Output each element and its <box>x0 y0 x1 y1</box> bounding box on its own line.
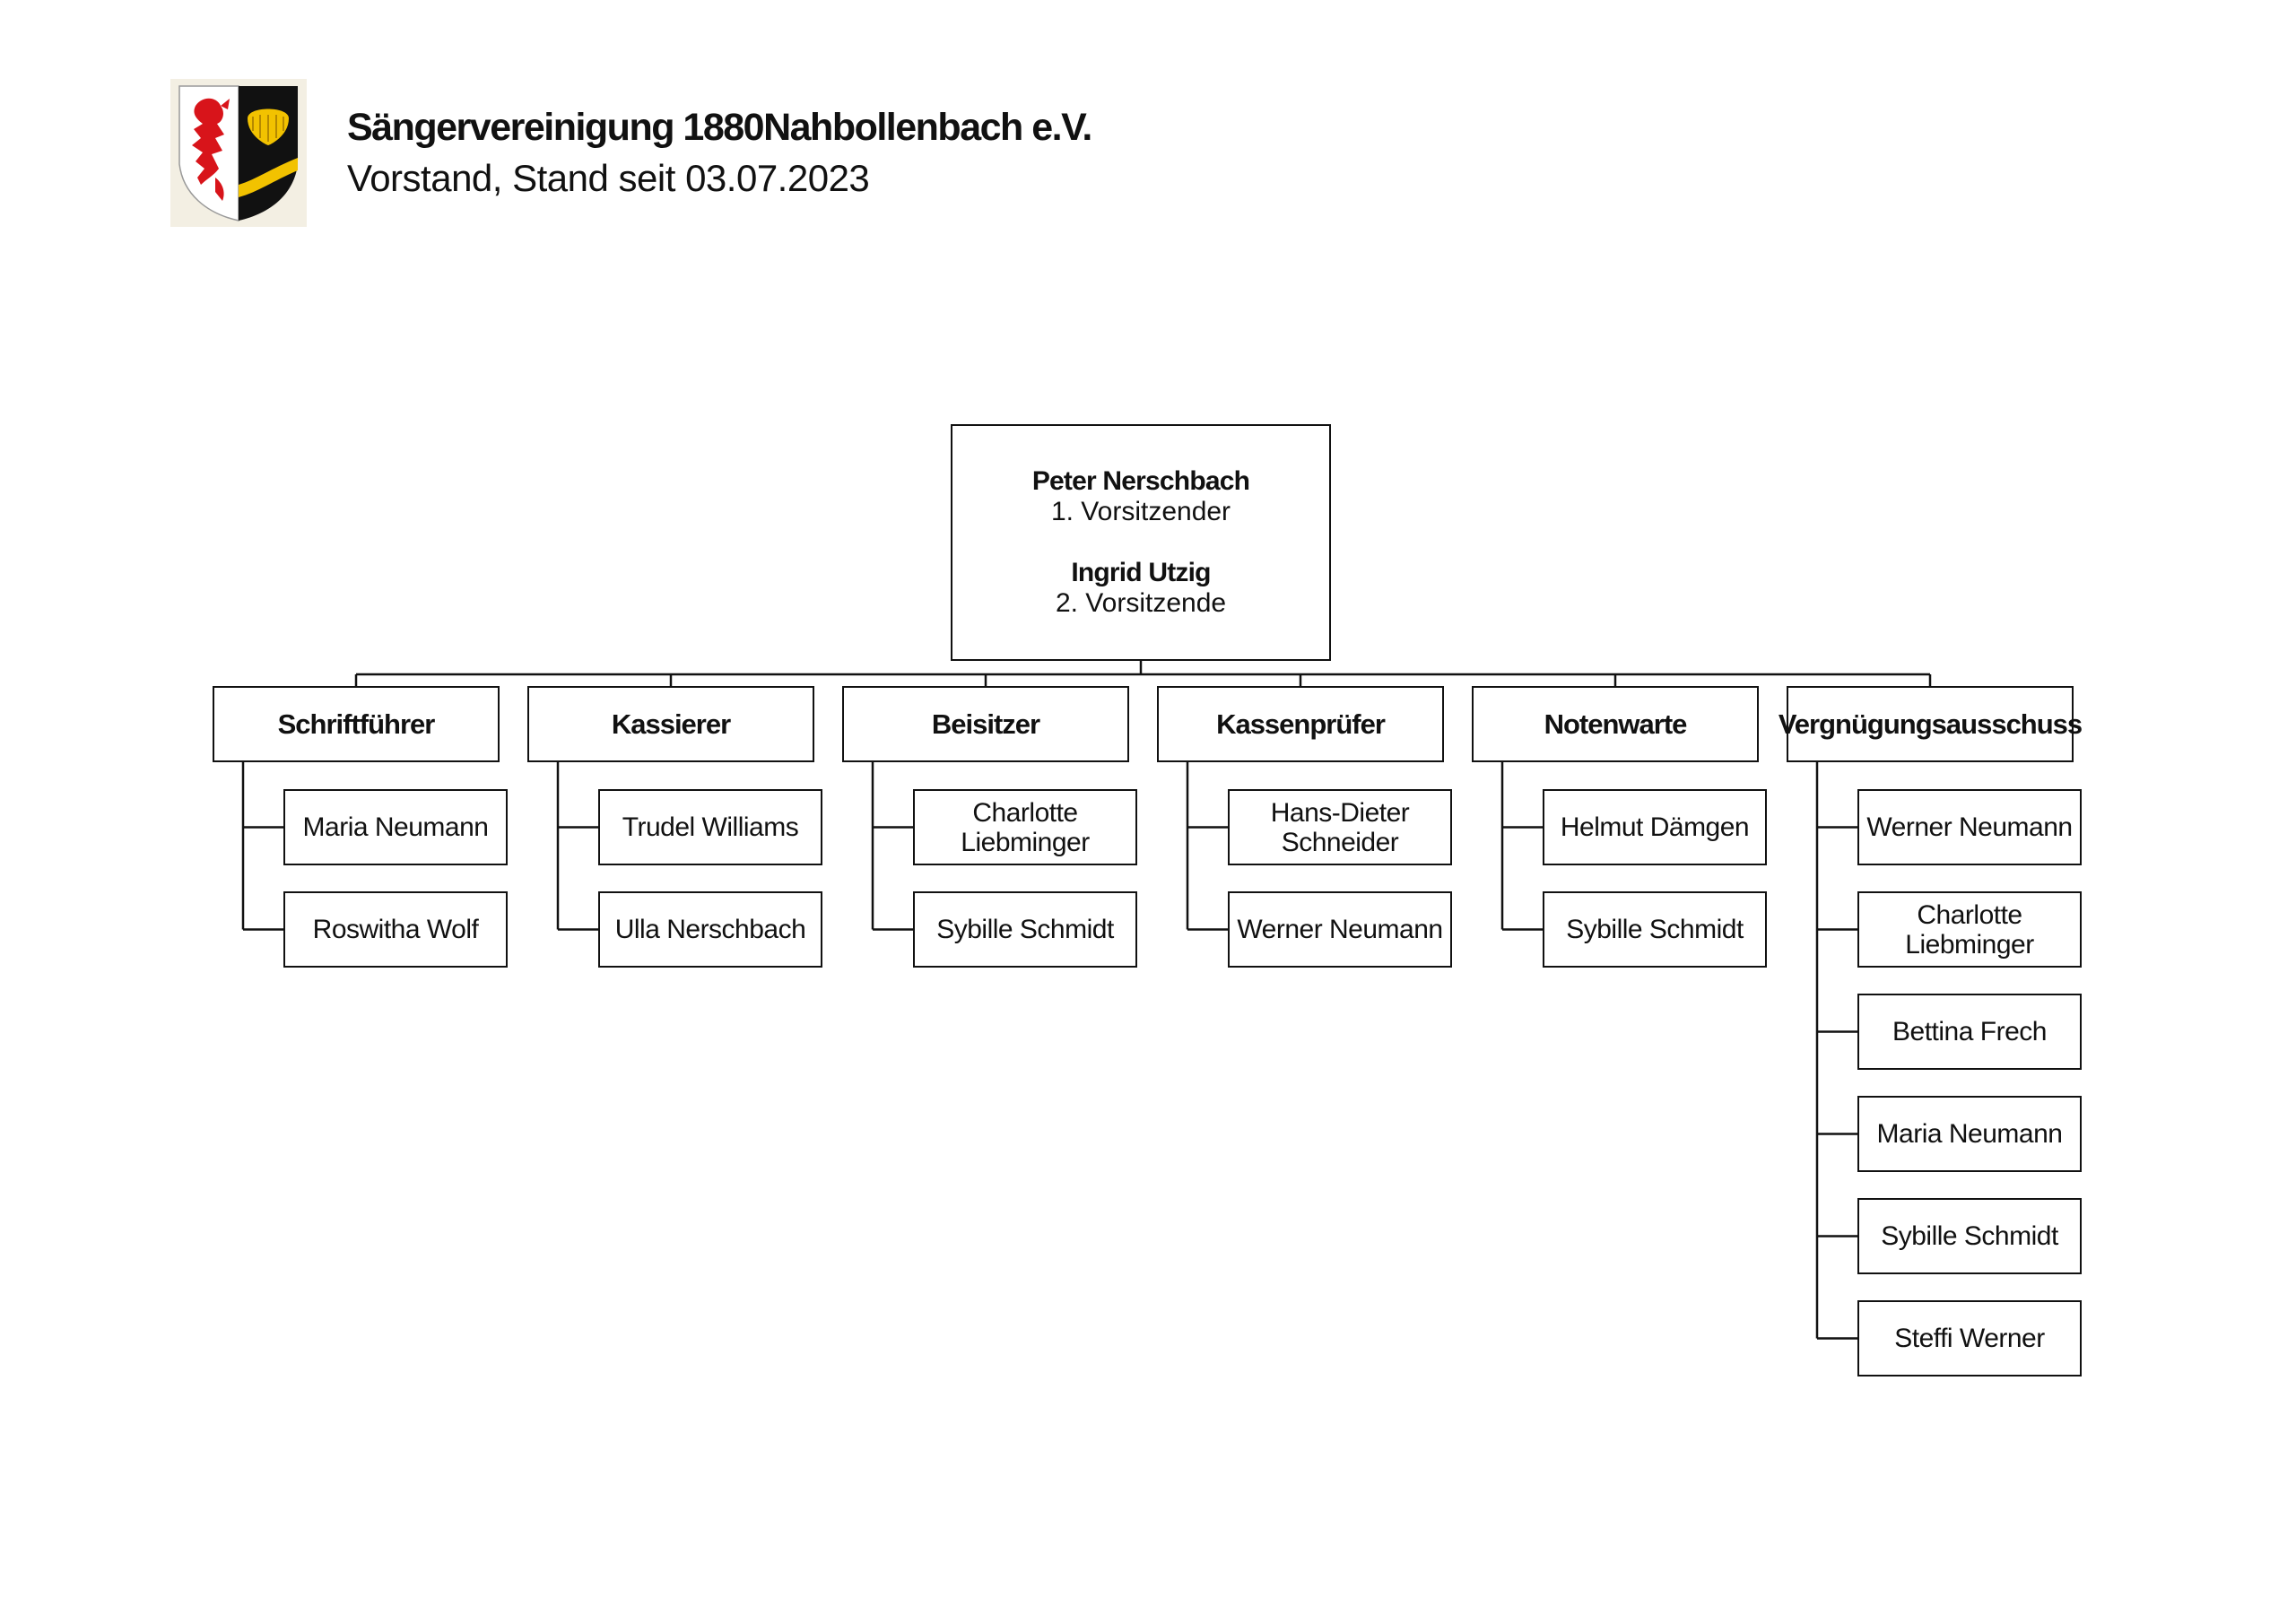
department-box: Beisitzer <box>842 686 1129 762</box>
member-box: Helmut Dämgen <box>1543 789 1767 865</box>
department-box: Notenwarte <box>1472 686 1759 762</box>
chairperson-1-name: Peter Nerschbach <box>1031 466 1250 496</box>
member-box: Steffi Werner <box>1857 1300 2082 1376</box>
member-name: Sybille Schmidt <box>1566 915 1744 944</box>
member-box: Trudel Williams <box>598 789 822 865</box>
department-title: Beisitzer <box>931 708 1040 740</box>
member-name: Werner Neumann <box>1866 812 2073 842</box>
department-title: Kassenprüfer <box>1216 708 1386 740</box>
chairpersons-box: Peter Nerschbach 1. Vorsitzender Ingrid … <box>951 424 1331 661</box>
department-title: Kassierer <box>611 708 731 740</box>
chairperson-2-name: Ingrid Utzig <box>1071 558 1211 587</box>
member-name: Bettina Frech <box>1892 1017 2047 1046</box>
organization-title: Sängervereinigung 1880Nahbollenbach e.V. <box>347 106 1092 149</box>
member-name: Maria Neumann <box>1876 1119 2063 1149</box>
member-box: Maria Neumann <box>1857 1096 2082 1172</box>
department-box: Vergnügungsausschuss <box>1779 686 2083 762</box>
member-name: Charlotte Liebminger <box>961 797 1090 857</box>
member-name: Trudel Williams <box>622 812 799 842</box>
member-box: Charlotte Liebminger <box>1857 891 2082 968</box>
member-name: Hans-Dieter Schneider <box>1270 797 1410 857</box>
department-title: Schriftführer <box>277 708 436 740</box>
member-name: Ulla Nerschbach <box>614 915 806 944</box>
member-name: Maria Neumann <box>302 812 489 842</box>
department-title: Notenwarte <box>1544 708 1688 740</box>
member-box: Sybille Schmidt <box>1543 891 1767 968</box>
member-box: Sybille Schmidt <box>913 891 1137 968</box>
member-box: Bettina Frech <box>1857 994 2082 1070</box>
department-box: Kassenprüfer <box>1157 686 1444 762</box>
member-box: Werner Neumann <box>1228 891 1452 968</box>
member-name: Sybille Schmidt <box>936 915 1114 944</box>
member-name: Charlotte Liebminger <box>1905 899 2034 960</box>
member-name: Helmut Dämgen <box>1560 812 1750 842</box>
member-name: Steffi Werner <box>1894 1324 2045 1353</box>
board-subtitle: Vorstand, Stand seit 03.07.2023 <box>347 157 870 199</box>
department-box: Kassierer <box>527 686 814 762</box>
member-box: Werner Neumann <box>1857 789 2082 865</box>
member-name: Roswitha Wolf <box>312 915 479 944</box>
member-box: Ulla Nerschbach <box>598 891 822 968</box>
member-box: Roswitha Wolf <box>283 891 508 968</box>
department-box: Schriftführer <box>213 686 500 762</box>
member-box: Maria Neumann <box>283 789 508 865</box>
member-name: Sybille Schmidt <box>1881 1221 2058 1251</box>
member-name: Werner Neumann <box>1237 915 1443 944</box>
member-box: Hans-Dieter Schneider <box>1228 789 1452 865</box>
member-box: Sybille Schmidt <box>1857 1198 2082 1274</box>
chairperson-1-role: 1. Vorsitzender <box>1050 497 1231 526</box>
chairperson-2-role: 2. Vorsitzende <box>1055 588 1227 618</box>
department-title: Vergnügungsausschuss <box>1778 708 2083 740</box>
coat-of-arms-icon <box>170 79 307 227</box>
member-box: Charlotte Liebminger <box>913 789 1137 865</box>
